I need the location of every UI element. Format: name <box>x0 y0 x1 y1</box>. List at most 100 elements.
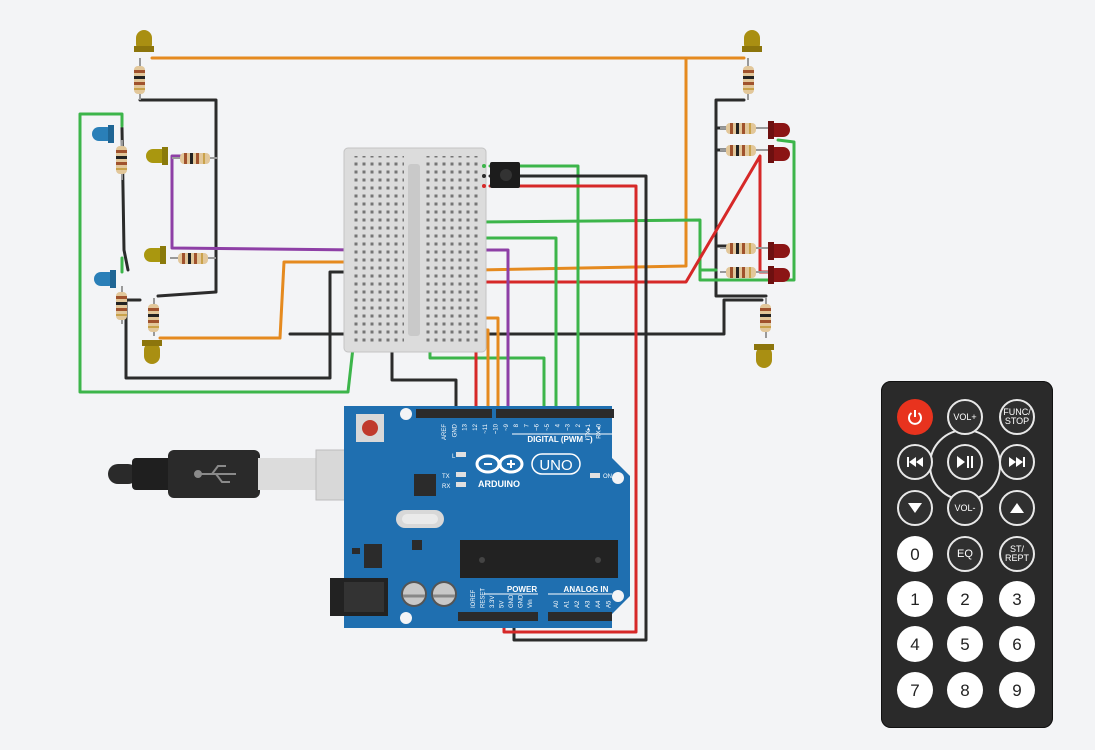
arduino-logo-text: ARDUINO <box>478 479 520 489</box>
wire-green-d6[interactable] <box>476 236 558 416</box>
wire-black-left-loop[interactable] <box>138 98 218 298</box>
wire-black-left-bottom[interactable] <box>124 270 362 380</box>
led-olive-1[interactable] <box>146 147 168 165</box>
digit-3-button[interactable]: 3 <box>999 581 1035 617</box>
tx-label: TX <box>442 474 450 480</box>
wire-green-left[interactable] <box>78 112 362 394</box>
resistor[interactable] <box>720 123 768 134</box>
pin-label: 2 <box>576 423 582 427</box>
pin-label: A1 <box>565 600 571 608</box>
digit-0-button[interactable]: 0 <box>897 536 933 572</box>
ir-remote[interactable]: VOL+ FUNC/ STOP VOL- 0 EQ ST/ REPT 1 2 3… <box>881 381 1053 728</box>
pin-label: 5V <box>500 601 506 608</box>
digit-2-button[interactable]: 2 <box>947 581 983 617</box>
usb-chip <box>414 474 436 496</box>
leds <box>92 30 790 368</box>
digit-8-button[interactable]: 8 <box>947 672 983 708</box>
resistor[interactable] <box>148 298 159 336</box>
resistor[interactable] <box>720 145 768 156</box>
digit-1-button[interactable]: 1 <box>897 581 933 617</box>
pin-label: A3 <box>586 600 592 608</box>
power-button[interactable] <box>897 399 933 435</box>
capacitor <box>431 581 457 607</box>
pin-label: TX▸1 <box>586 423 592 438</box>
up-arrow-icon <box>1010 503 1024 513</box>
down-button[interactable] <box>897 490 933 526</box>
led-blue-bottom[interactable] <box>94 270 116 288</box>
pin-label: 7 <box>524 423 530 427</box>
resistor[interactable] <box>760 298 771 338</box>
resistor[interactable] <box>116 140 127 180</box>
wire-green-ir-signal[interactable] <box>488 164 580 416</box>
vol-up-button[interactable]: VOL+ <box>947 399 983 435</box>
led-yellow-top-right[interactable] <box>742 30 762 52</box>
led-olive-2[interactable] <box>144 246 166 264</box>
resistor[interactable] <box>720 243 768 254</box>
resistor[interactable] <box>743 58 754 100</box>
led-red-4[interactable] <box>768 266 790 284</box>
capacitor <box>401 581 427 607</box>
down-arrow-icon <box>908 503 922 513</box>
analog-header <box>548 612 612 621</box>
pin-label: A5 <box>607 600 613 608</box>
pin-label: 8 <box>514 423 520 427</box>
wire-purple-left[interactable] <box>170 154 362 252</box>
resistor[interactable] <box>170 253 216 264</box>
led-red-1[interactable] <box>768 121 790 139</box>
analog-header-label: ANALOG IN <box>564 585 609 594</box>
led-red-2[interactable] <box>768 145 790 163</box>
usb-cable[interactable] <box>108 449 385 501</box>
led-yellow-top-left[interactable] <box>134 30 154 52</box>
power-header <box>458 612 538 621</box>
arduino-infinity-logo <box>475 454 524 474</box>
digit-5-button[interactable]: 5 <box>947 626 983 662</box>
wire-green-right[interactable] <box>476 138 796 282</box>
resistor[interactable] <box>134 58 145 100</box>
vol-down-button[interactable]: VOL- <box>947 490 983 526</box>
led-blue-top[interactable] <box>92 125 114 143</box>
pin-label: AREF <box>442 424 448 440</box>
ir-receiver[interactable] <box>482 162 520 188</box>
reset-button[interactable] <box>356 414 384 442</box>
resistor[interactable] <box>116 286 127 324</box>
pin-label: IOREF <box>471 589 477 608</box>
play-pause-button[interactable] <box>947 444 983 480</box>
digit-4-button[interactable]: 4 <box>897 626 933 662</box>
digital-header-label: DIGITAL (PWM ~) <box>527 435 593 444</box>
digit-7-button[interactable]: 7 <box>897 672 933 708</box>
wire-purple-d9[interactable] <box>476 248 510 416</box>
led-yellow-bottom-left[interactable] <box>142 340 162 364</box>
wire-black-right[interactable] <box>714 98 768 298</box>
previous-button[interactable] <box>897 444 933 480</box>
wire-orange-left[interactable] <box>158 260 362 340</box>
up-button[interactable] <box>999 490 1035 526</box>
led-yellow-bottom-right[interactable] <box>754 344 774 368</box>
eq-button[interactable]: EQ <box>947 536 983 572</box>
pin-label: ~6 <box>535 423 541 431</box>
st-rept-button[interactable]: ST/ REPT <box>999 536 1035 572</box>
pin-label: ~9 <box>504 423 510 431</box>
usb-icon <box>194 465 236 483</box>
resistor[interactable] <box>720 267 768 278</box>
pin-label: GND <box>452 423 458 437</box>
pin-label: ~5 <box>545 423 551 431</box>
resistor[interactable] <box>172 153 218 164</box>
digit-6-button[interactable]: 6 <box>999 626 1035 662</box>
breadboard[interactable] <box>343 147 487 353</box>
pin-label: ~10 <box>494 423 500 434</box>
led-red-3[interactable] <box>768 242 790 260</box>
pin-label: ~3 <box>566 423 572 431</box>
digit-9-button[interactable]: 9 <box>999 672 1035 708</box>
rx-label: RX <box>442 484 450 490</box>
on-label: ON <box>603 474 612 480</box>
next-button[interactable] <box>999 444 1035 480</box>
pin-label: GND <box>509 594 515 608</box>
l-label: L <box>452 454 456 460</box>
board-model: UNO <box>539 457 572 474</box>
func-stop-button[interactable]: FUNC/ STOP <box>999 399 1035 435</box>
pin-label: 3.3V <box>490 596 496 608</box>
wire-orange-right-down[interactable] <box>476 56 688 272</box>
pin-label: RESET <box>481 588 487 608</box>
